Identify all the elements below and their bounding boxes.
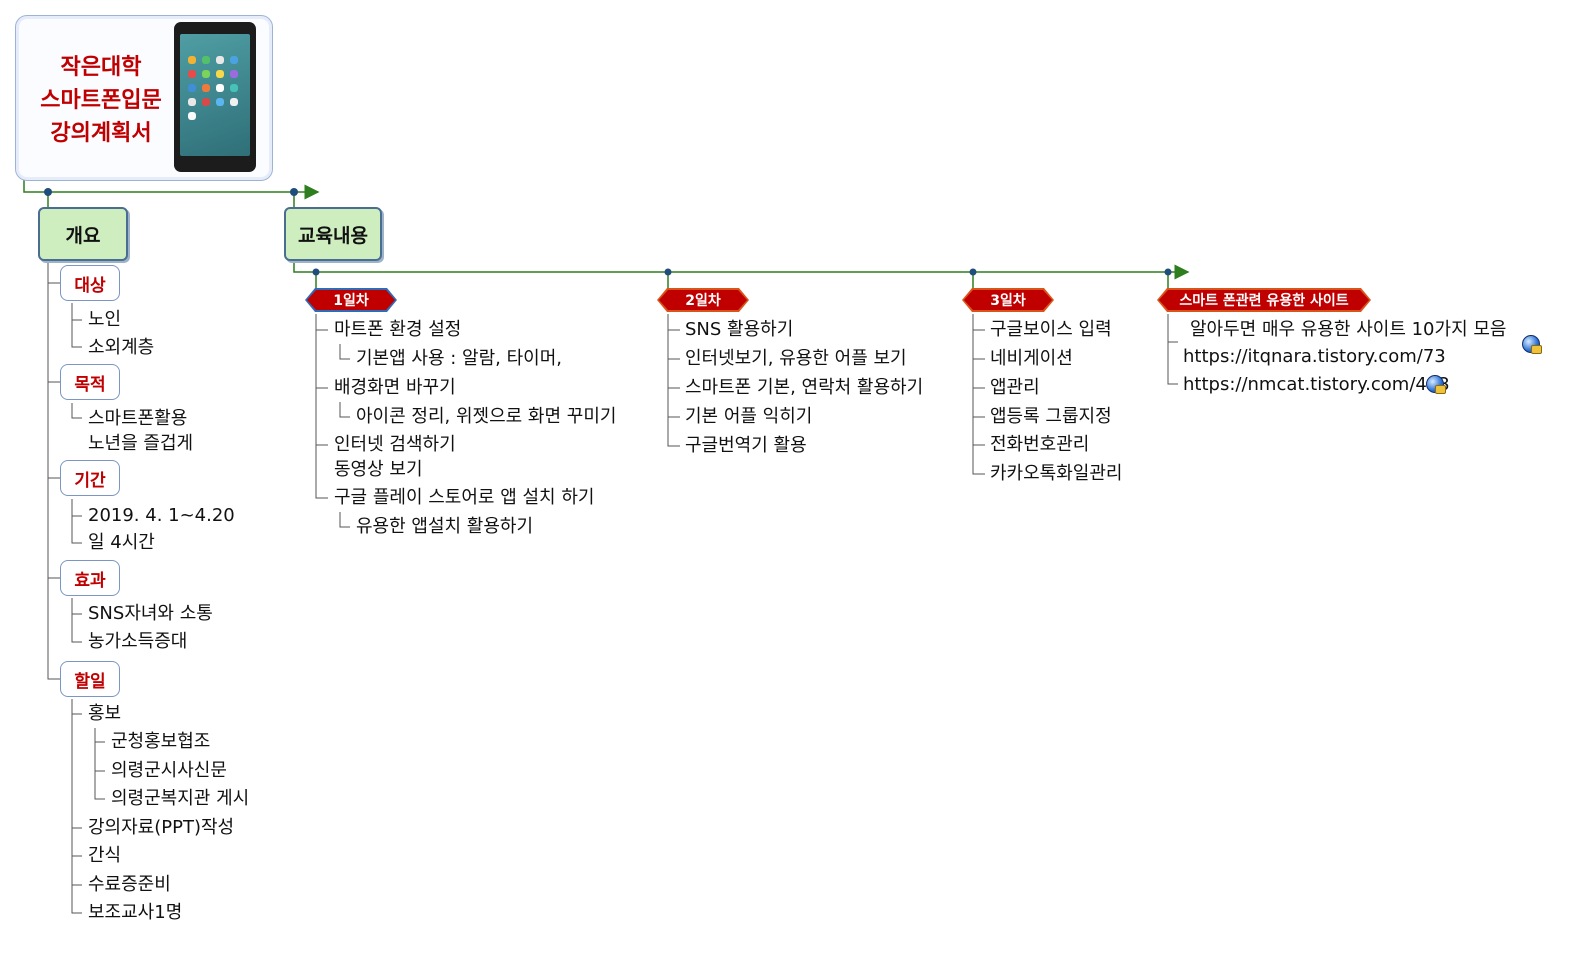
period-item: 2019. 4. 1~4.20: [88, 505, 235, 526]
overview-node[interactable]: 개요: [38, 207, 128, 261]
target-item: 노인: [88, 309, 122, 330]
day2-item: 구글번역기 활용: [685, 435, 807, 456]
site-link[interactable]: https://nmcat.tistory.com/463: [1183, 374, 1450, 395]
education-content-node[interactable]: 교육내용: [284, 207, 382, 261]
globe-link-icon[interactable]: [1426, 375, 1446, 394]
task-item: 보조교사1명: [88, 902, 183, 923]
title-text: 작은대학 스마트폰입문 강의계획서: [26, 51, 176, 150]
day2-label-text: 2일차: [659, 290, 747, 310]
day1-subitem: 아이콘 정리, 위젯으로 화면 꾸미기: [356, 406, 617, 427]
phone-screen: [180, 34, 250, 156]
effect-item: 농가소득증대: [88, 631, 188, 652]
day1-item: 구글 플레이 스토어로 앱 설치 하기: [334, 487, 595, 508]
task-item: 수료증준비: [88, 874, 171, 895]
day3-item: 네비게이션: [990, 348, 1073, 369]
day1-item: 동영상 보기: [334, 459, 423, 480]
task-item: 강의자료(PPT)작성: [88, 817, 235, 838]
task-subitem: 군청홍보협조: [111, 731, 211, 752]
tasks-node[interactable]: 할일: [60, 661, 120, 697]
day1-label[interactable]: 1일차: [305, 288, 397, 312]
site-item[interactable]: 알아두면 매우 유용한 사이트 10가지 모음: [1190, 319, 1507, 340]
day1-item: 인터넷 검색하기: [334, 434, 456, 455]
day3-item: 구글보이스 입력: [990, 319, 1112, 340]
day3-label[interactable]: 3일차: [962, 288, 1054, 312]
title-line-3: 강의계획서: [50, 121, 152, 146]
task-item: 홍보: [88, 703, 122, 724]
day2-item: SNS 활용하기: [685, 319, 794, 340]
task-subitem: 의령군시사신문: [111, 760, 227, 781]
target-node[interactable]: 대상: [60, 265, 120, 301]
day3-item: 전화번호관리: [990, 434, 1090, 455]
site-link[interactable]: https://itqnara.tistory.com/73: [1183, 346, 1446, 367]
useful-sites-label[interactable]: 스마트 폰관련 유용한 사이트: [1157, 288, 1371, 312]
period-node[interactable]: 기간: [60, 460, 120, 496]
day2-item: 기본 어플 익히기: [685, 406, 813, 427]
day3-label-text: 3일차: [964, 290, 1052, 310]
task-item: 간식: [88, 845, 122, 866]
day3-item: 앱관리: [990, 377, 1040, 398]
day1-subitem: 기본앱 사용 : 알람, 타이머,: [356, 348, 562, 369]
purpose-node[interactable]: 목적: [60, 364, 120, 400]
purpose-item: 노년을 즐겁게: [88, 433, 194, 454]
smartphone-image: [174, 22, 256, 172]
day1-subitem: 유용한 앱설치 활용하기: [356, 516, 534, 537]
task-subitem: 의령군복지관 게시: [111, 788, 250, 809]
effect-node[interactable]: 효과: [60, 560, 120, 596]
useful-sites-label-text: 스마트 폰관련 유용한 사이트: [1159, 290, 1369, 310]
day3-item: 앱등록 그룹지정: [990, 406, 1112, 427]
day2-item: 스마트폰 기본, 연락처 활용하기: [685, 377, 924, 398]
day1-item: 배경화면 바꾸기: [334, 377, 456, 398]
day1-item: 마트폰 환경 설정: [334, 319, 462, 340]
period-item: 일 4시간: [88, 532, 155, 553]
title-card: 작은대학 스마트폰입문 강의계획서: [15, 15, 273, 181]
target-item: 소외계층: [88, 337, 155, 358]
day1-label-text: 1일차: [307, 290, 395, 310]
purpose-item: 스마트폰활용: [88, 408, 188, 429]
day2-label[interactable]: 2일차: [657, 288, 749, 312]
globe-link-icon[interactable]: [1522, 335, 1542, 354]
day2-item: 인터넷보기, 유용한 어플 보기: [685, 348, 907, 369]
title-line-2: 스마트폰입문: [40, 88, 162, 113]
title-line-1: 작은대학: [60, 55, 142, 80]
day3-item: 카카오톡화일관리: [990, 463, 1123, 484]
effect-item: SNS자녀와 소통: [88, 603, 213, 624]
